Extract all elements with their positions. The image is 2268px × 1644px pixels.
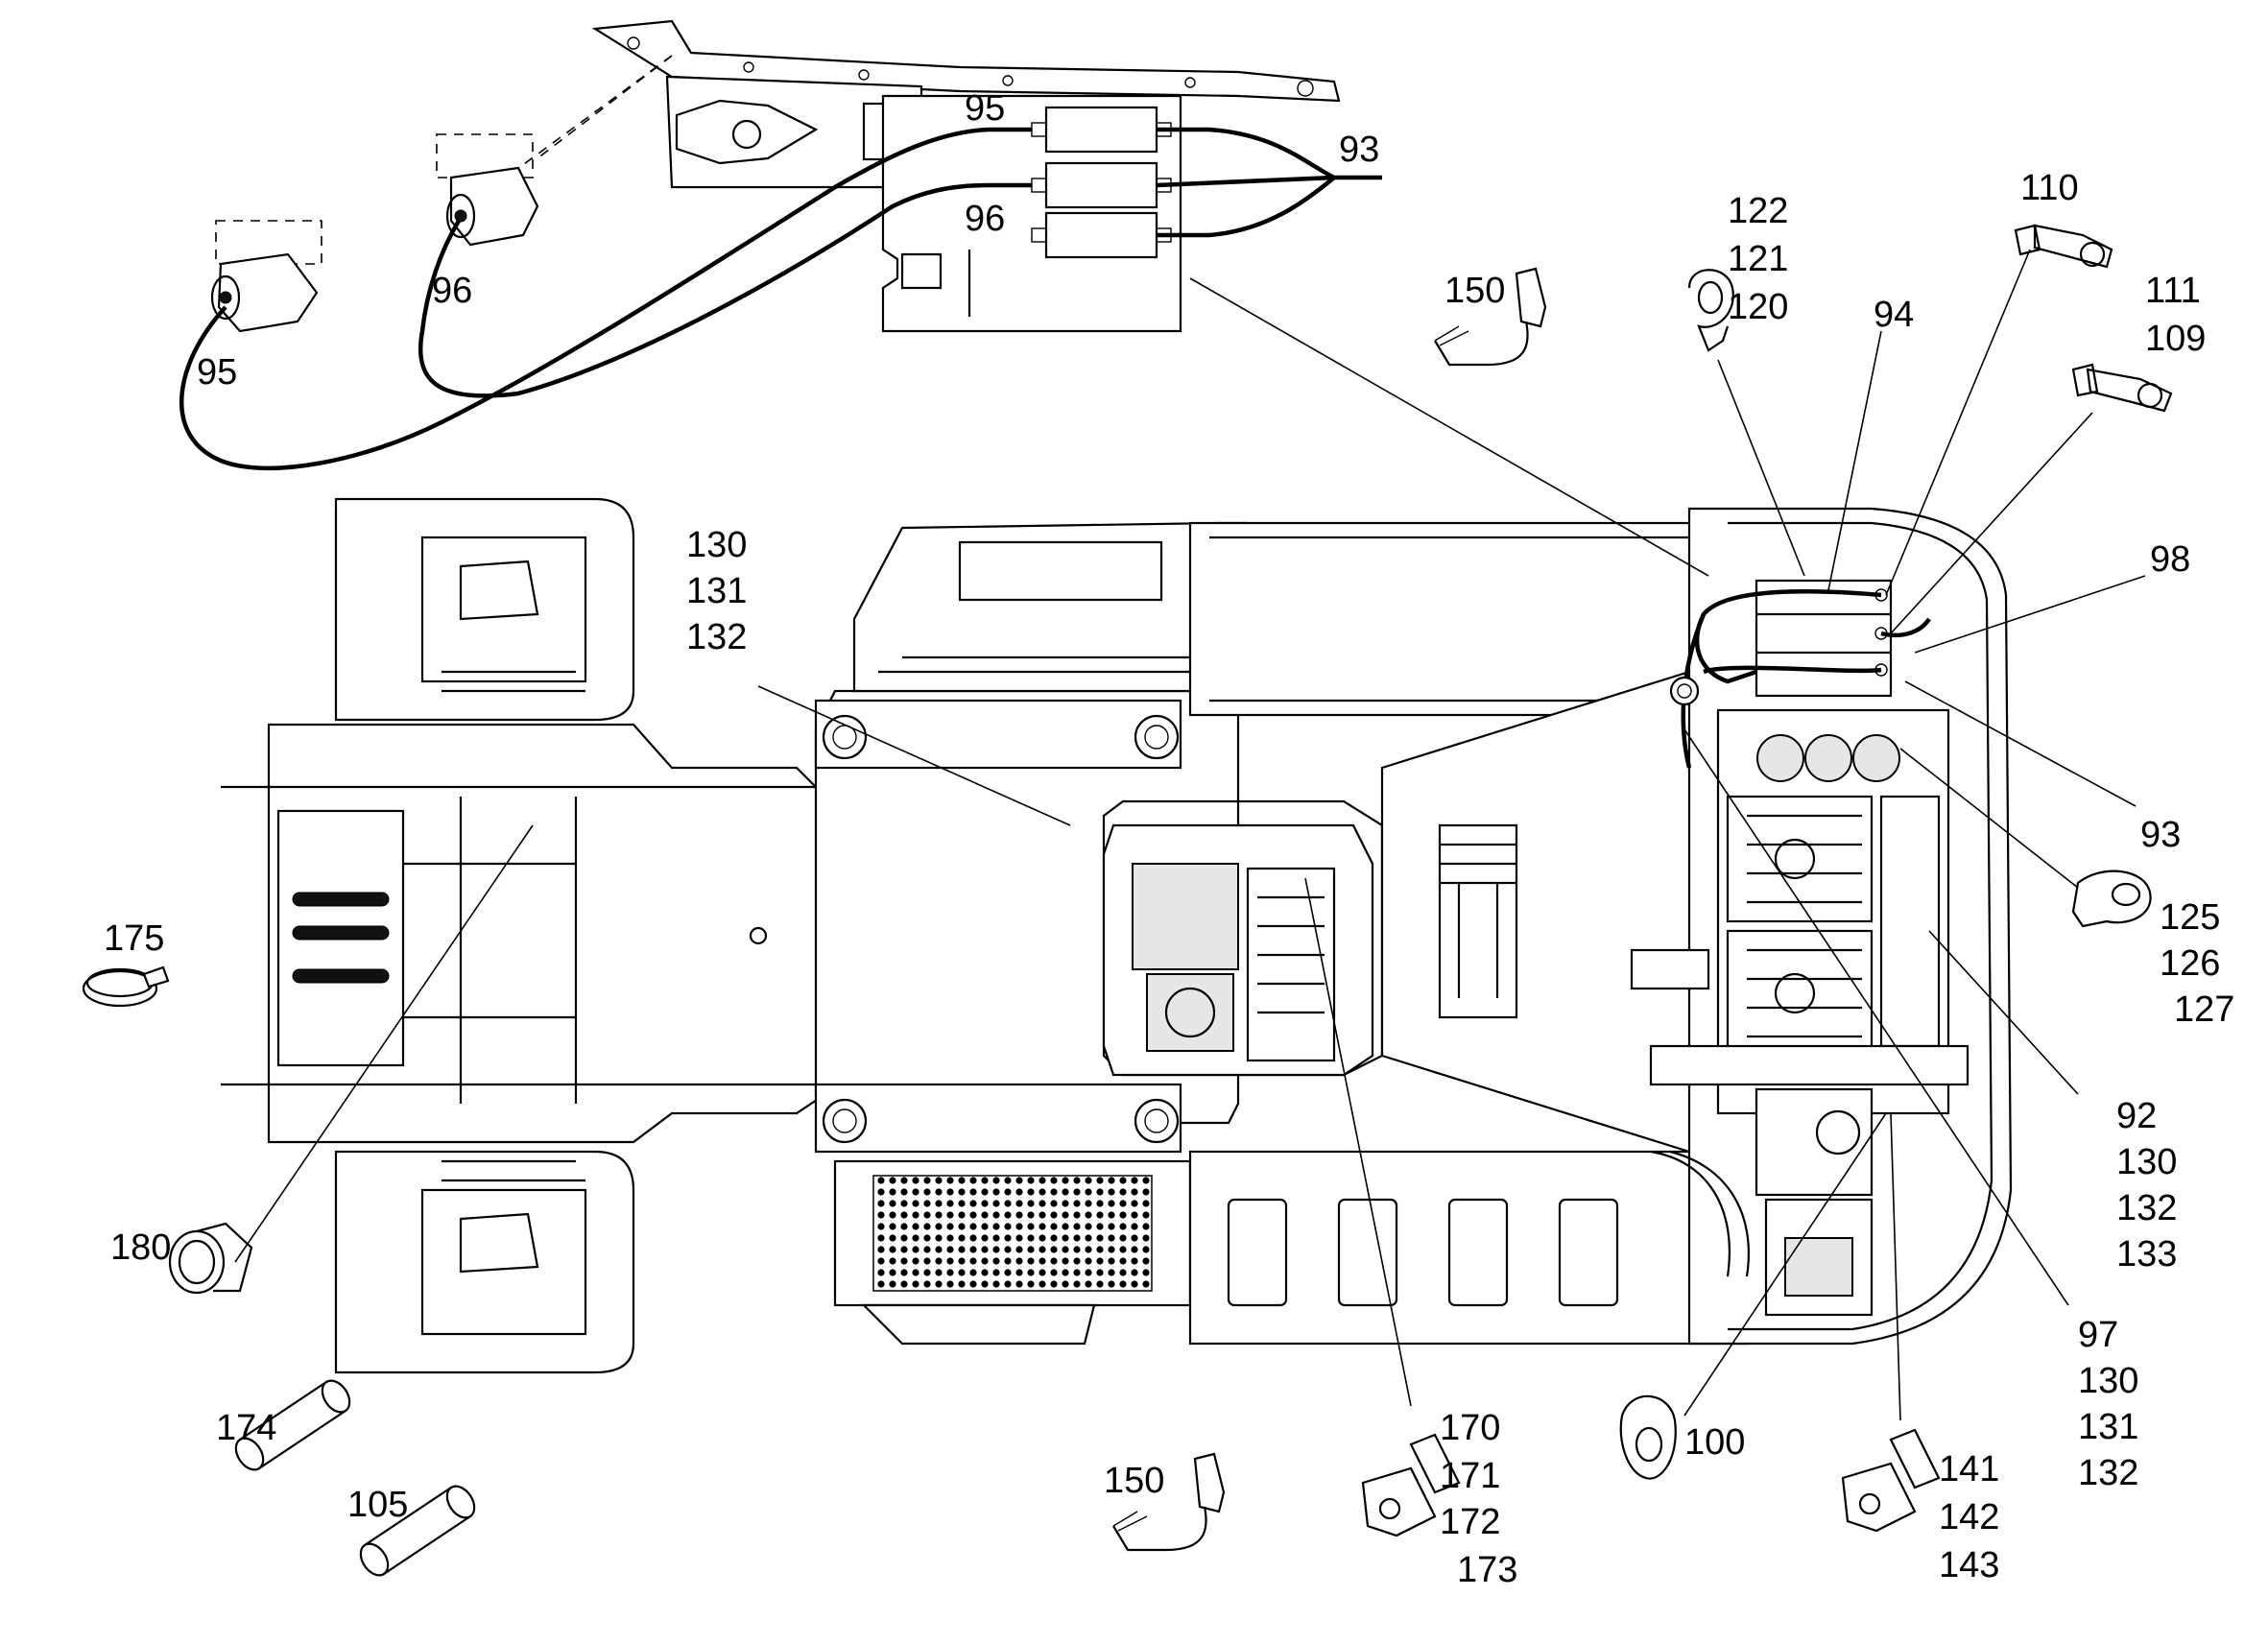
callout-text: 132 (686, 617, 747, 657)
callout-93-top: 93 (1339, 130, 1379, 170)
leader-lines (234, 249, 2146, 1421)
callout-92-130-132-133: 92 130 132 133 (2116, 1096, 2177, 1275)
callout-text: 150 (1444, 271, 1505, 311)
callout-93-right: 93 (2140, 815, 2181, 855)
callout-text: 130 (686, 525, 747, 565)
sleeve-174 (234, 1379, 351, 1471)
callout-text: 131 (686, 571, 747, 611)
wiring-harness-machine (1669, 588, 1931, 769)
callout-text: 172 (1440, 1502, 1500, 1542)
callout-96-left: 96 (432, 271, 472, 311)
callout-text: 95 (965, 88, 1005, 129)
callout-141-142-143: 141 142 143 (1939, 1449, 1999, 1585)
callout-text: 93 (1339, 130, 1379, 170)
callout-text: 133 (2116, 1234, 2177, 1275)
callout-text: 141 (1939, 1449, 1999, 1489)
callout-105: 105 (347, 1485, 408, 1525)
callout-125-126-127: 125 126 127 (2160, 897, 2234, 1030)
machine-frame (221, 497, 2013, 1374)
callout-98: 98 (2150, 539, 2190, 580)
callout-96-top: 96 (965, 199, 1005, 239)
callout-130-131-132: 130 131 132 (686, 525, 747, 657)
callout-text: 130 (2078, 1361, 2138, 1401)
callout-175: 175 (104, 918, 164, 959)
callout-110: 110 (2020, 168, 2079, 208)
callout-97-130-131-132: 97 130 131 132 (2078, 1315, 2138, 1493)
callout-text: 105 (347, 1485, 408, 1525)
callout-text: 174 (216, 1408, 276, 1448)
callout-111-109: 111 109 (2145, 271, 2206, 359)
callout-text: 96 (432, 271, 472, 311)
callout-text: 131 (2078, 1407, 2138, 1447)
wiring-harness-top (179, 127, 1382, 471)
callout-text: 175 (104, 918, 164, 959)
callout-180: 180 (110, 1227, 171, 1268)
callout-text: 127 (2174, 989, 2234, 1030)
callout-text: 173 (1457, 1550, 1517, 1590)
callout-text: 120 (1728, 287, 1788, 327)
callout-text: 121 (1728, 239, 1788, 279)
p-clamp-122 (1687, 269, 1734, 352)
callout-94: 94 (1874, 295, 1914, 335)
callout-text: 132 (2116, 1188, 2177, 1228)
callout-text: 171 (1440, 1456, 1500, 1496)
p-clamp-125 (2071, 870, 2152, 928)
callout-174: 174 (216, 1408, 276, 1448)
connector-bracket-assembly (498, 19, 1341, 333)
radiator-grille (872, 1175, 1153, 1292)
callout-150-top: 150 (1444, 271, 1505, 311)
callout-text: 100 (1684, 1422, 1745, 1463)
battery-terminal-111 (2071, 363, 2173, 413)
callout-text: 96 (965, 199, 1005, 239)
callout-95-left: 95 (197, 352, 237, 393)
hose-clamp-175 (82, 965, 170, 1008)
callout-text: 142 (1939, 1497, 1999, 1537)
callout-95-top: 95 (965, 88, 1005, 129)
ground-strap-141 (1841, 1428, 1941, 1533)
proximity-sensor-upper (436, 133, 539, 247)
callout-text: 125 (2160, 897, 2220, 938)
callout-text: 143 (1939, 1545, 1999, 1585)
callout-text: 170 (1440, 1408, 1500, 1448)
callout-170-171-172-173: 170 171 172 173 (1440, 1408, 1517, 1590)
callout-text: 126 (2160, 943, 2220, 984)
callout-text: 93 (2140, 815, 2181, 855)
callout-text: 180 (110, 1227, 171, 1268)
callout-text: 109 (2145, 319, 2206, 359)
callout-text: 130 (2116, 1142, 2177, 1182)
callout-text: 95 (197, 352, 237, 393)
sleeve-105 (359, 1485, 476, 1577)
callout-text: 97 (2078, 1315, 2118, 1355)
grommet-180 (168, 1222, 253, 1295)
strap-150-bottom (1112, 1452, 1226, 1552)
callout-text: 132 (2078, 1453, 2138, 1493)
battery-terminal-110 (2014, 224, 2113, 269)
callout-122-121-120: 122 121 120 (1728, 191, 1788, 327)
callout-text: 111 (2145, 271, 2201, 311)
p-clamp-100 (1619, 1394, 1677, 1480)
callout-text: 122 (1728, 191, 1788, 231)
strap-150-top (1434, 267, 1547, 367)
proximity-sensor-lower (210, 220, 322, 333)
callout-text: 94 (1874, 295, 1914, 335)
callout-150-bottom: 150 (1104, 1461, 1164, 1501)
ground-strap-170 (1361, 1433, 1461, 1537)
callout-100: 100 (1684, 1422, 1745, 1463)
callout-text: 92 (2116, 1096, 2157, 1136)
callout-text: 150 (1104, 1461, 1164, 1501)
callout-text: 98 (2150, 539, 2190, 580)
callout-text: 110 (2020, 168, 2079, 208)
